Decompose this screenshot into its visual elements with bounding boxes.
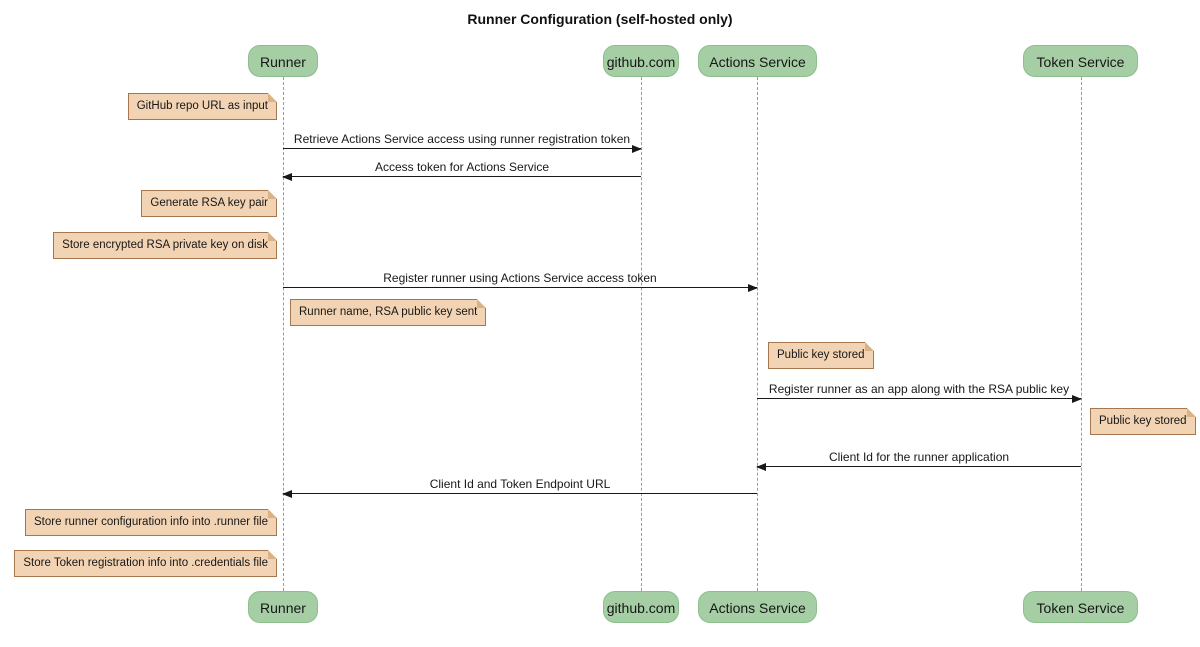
note-github-repo-url: GitHub repo URL as input bbox=[127, 93, 277, 120]
participant-label: github.com bbox=[606, 600, 676, 616]
note-text: Generate RSA key pair bbox=[150, 197, 268, 209]
message-register-runner-app: Register runner as an app along with the… bbox=[757, 382, 1082, 403]
lifeline-github bbox=[641, 77, 642, 591]
note-fold-icon bbox=[477, 299, 487, 308]
message-line bbox=[283, 493, 757, 494]
note-fold-icon bbox=[864, 342, 874, 351]
participant-runner-top: Runner bbox=[248, 45, 318, 77]
note-fold-icon bbox=[268, 550, 277, 559]
arrowhead-right-icon bbox=[632, 145, 642, 153]
arrowhead-left-icon bbox=[282, 490, 292, 498]
note-text: Public key stored bbox=[777, 349, 865, 361]
participant-label: Actions Service bbox=[709, 600, 806, 616]
note-fold-icon bbox=[268, 93, 277, 102]
note-text: Store encrypted RSA private key on disk bbox=[62, 239, 268, 251]
message-label: Register runner using Actions Service ac… bbox=[383, 271, 657, 285]
note-text: Public key stored bbox=[1099, 415, 1187, 427]
note-public-key-stored-actions: Public key stored bbox=[768, 342, 874, 369]
participant-label: Token Service bbox=[1036, 600, 1125, 616]
note-text: GitHub repo URL as input bbox=[136, 100, 268, 112]
message-label: Retrieve Actions Service access using ru… bbox=[293, 132, 631, 146]
participant-label: Actions Service bbox=[709, 54, 806, 70]
participant-label: Runner bbox=[260, 600, 306, 616]
message-line bbox=[757, 466, 1081, 467]
message-client-id-returned: Client Id for the runner application bbox=[756, 450, 1081, 471]
note-store-private-key: Store encrypted RSA private key on disk bbox=[53, 232, 277, 259]
diagram-title: Runner Configuration (self-hosted only) bbox=[467, 11, 733, 27]
participant-label: github.com bbox=[606, 54, 676, 70]
lifeline-runner bbox=[283, 77, 284, 591]
participant-token-service-bottom: Token Service bbox=[1023, 591, 1138, 623]
note-runner-name-public-key: Runner name, RSA public key sent bbox=[290, 299, 487, 326]
arrowhead-right-icon bbox=[1072, 395, 1082, 403]
note-public-key-stored-token: Public key stored bbox=[1090, 408, 1196, 435]
note-text: Runner name, RSA public key sent bbox=[299, 306, 478, 318]
note-store-runner-config: Store runner configuration info into .ru… bbox=[25, 509, 277, 536]
message-register-runner: Register runner using Actions Service ac… bbox=[283, 271, 758, 292]
arrowhead-right-icon bbox=[748, 284, 758, 292]
note-fold-icon bbox=[268, 232, 277, 241]
message-access-token-returned: Access token for Actions Service bbox=[282, 160, 641, 181]
message-line bbox=[283, 287, 757, 288]
participant-runner-bottom: Runner bbox=[248, 591, 318, 623]
arrowhead-left-icon bbox=[756, 463, 766, 471]
message-client-id-token-endpoint: Client Id and Token Endpoint URL bbox=[282, 477, 757, 498]
lifeline-token-service bbox=[1081, 77, 1082, 591]
arrowhead-left-icon bbox=[282, 173, 292, 181]
note-text: Store Token registration info into .cred… bbox=[23, 557, 268, 569]
participant-actions-service-bottom: Actions Service bbox=[698, 591, 817, 623]
note-text: Store runner configuration info into .ru… bbox=[34, 516, 268, 528]
note-store-token-registration: Store Token registration info into .cred… bbox=[14, 550, 277, 577]
participant-github-top: github.com bbox=[603, 45, 679, 77]
participant-label: Runner bbox=[260, 54, 306, 70]
participant-actions-service-top: Actions Service bbox=[698, 45, 817, 77]
message-retrieve-actions-access: Retrieve Actions Service access using ru… bbox=[283, 132, 642, 153]
message-line bbox=[283, 176, 641, 177]
message-label: Register runner as an app along with the… bbox=[768, 382, 1070, 396]
note-fold-icon bbox=[1186, 408, 1196, 417]
note-generate-rsa-key-pair: Generate RSA key pair bbox=[141, 190, 277, 217]
note-fold-icon bbox=[268, 509, 277, 518]
lifeline-actions-service bbox=[757, 77, 758, 591]
participant-label: Token Service bbox=[1036, 54, 1125, 70]
participant-github-bottom: github.com bbox=[603, 591, 679, 623]
message-label: Client Id and Token Endpoint URL bbox=[429, 477, 611, 491]
note-fold-icon bbox=[268, 190, 277, 199]
message-label: Client Id for the runner application bbox=[828, 450, 1010, 464]
message-label: Access token for Actions Service bbox=[374, 160, 550, 174]
participant-token-service-top: Token Service bbox=[1023, 45, 1138, 77]
message-line bbox=[283, 148, 641, 149]
message-line bbox=[757, 398, 1081, 399]
